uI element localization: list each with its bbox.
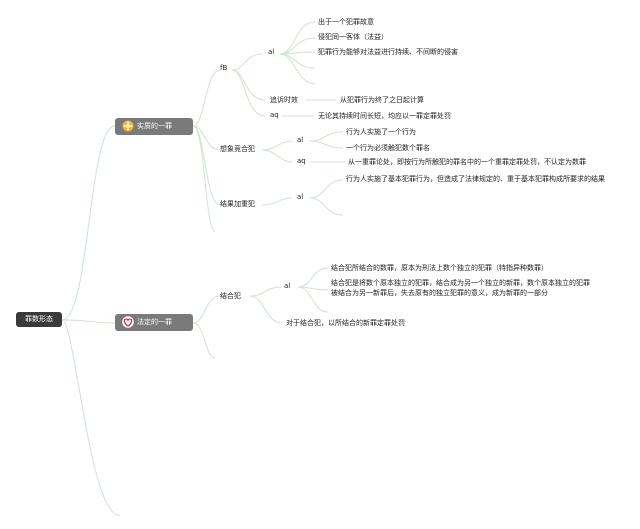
leaf-text[interactable]: 结合犯是将数个原本独立的犯罪，结合成为另一个独立的新罪，数个原本独立的犯罪被结合… [331,279,590,297]
leaf-text[interactable]: 从一重罪论处，即按行为所触犯的罪名中的一个重罪定罪处罚，不认定为数罪 [348,158,586,166]
root-node[interactable]: 罪数形态 [16,312,62,327]
connector [231,69,266,101]
child-label[interactable]: 结果加重犯 [220,200,255,208]
connector [192,322,216,359]
flower-icon [122,120,134,132]
leaf-text[interactable]: 无论其持续时间长短，均应以一罪定罪处罚 [318,112,451,120]
connector [249,295,283,324]
sub-label[interactable]: aq [297,157,306,165]
leaf-text[interactable]: 侵犯同一客体（法益） [318,33,388,41]
connector [61,319,121,516]
leaf-text[interactable]: 犯罪行为能够对法益进行持续、不间断的侵害 [318,48,458,56]
connector [261,197,293,206]
connector [297,267,329,288]
branch-statutory-one-crime[interactable]: 法定的一罪 [115,314,193,331]
sub-label[interactable]: al [284,282,291,290]
leaf-text[interactable]: 结合犯所结合的数罪，原本为刑法上数个独立的犯罪（特指异种数罪） [331,264,548,272]
connector [192,295,221,324]
connector [279,21,316,55]
connector [231,69,266,117]
connector [61,319,116,324]
child-label[interactable]: fB [220,64,228,72]
connector [249,286,283,297]
leaf-text[interactable]: 一个行为必须触犯数个罪名 [346,144,430,152]
leaf-text[interactable]: 行为人实施了基本犯罪行为，但造成了法律规定的、重于基本犯罪构成所要求的结果 [346,175,605,183]
connector [309,197,344,216]
branch-substantive-one-crime[interactable]: 实质的一罪 [115,118,193,135]
sub-label[interactable]: al [297,136,304,144]
branch-label: 法定的一罪 [137,318,172,326]
connector [192,125,216,233]
root-label: 罪数形态 [25,315,53,323]
leaf-text[interactable]: 行为人实施了一个行为 [346,128,416,136]
sub-label[interactable]: al [268,48,275,56]
child-label[interactable]: aq [270,111,279,119]
connector [261,149,293,163]
connector [297,286,329,313]
child-label[interactable]: 追诉时效 [270,96,298,104]
connector [231,53,263,71]
connector [309,140,344,149]
connector [192,125,221,151]
connector [279,53,316,69]
connector [309,131,344,142]
sub-label[interactable]: al [297,193,304,201]
child-label[interactable]: 结合犯 [220,292,241,300]
connector [279,53,316,85]
child-label[interactable]: 想象竞合犯 [220,145,255,153]
leaf-text[interactable]: 出于一个犯罪故意 [318,18,374,26]
branch-label: 实质的一罪 [137,122,172,130]
leaf-text[interactable]: 从犯罪行为终了之日起计算 [340,96,424,104]
connector [309,179,344,199]
leaf-text[interactable]: 对于结合犯，以所结合的新罪定罪处罚 [286,319,405,327]
connector [192,69,221,127]
heart-icon [122,316,134,328]
connector [261,140,293,151]
connector [61,125,116,321]
